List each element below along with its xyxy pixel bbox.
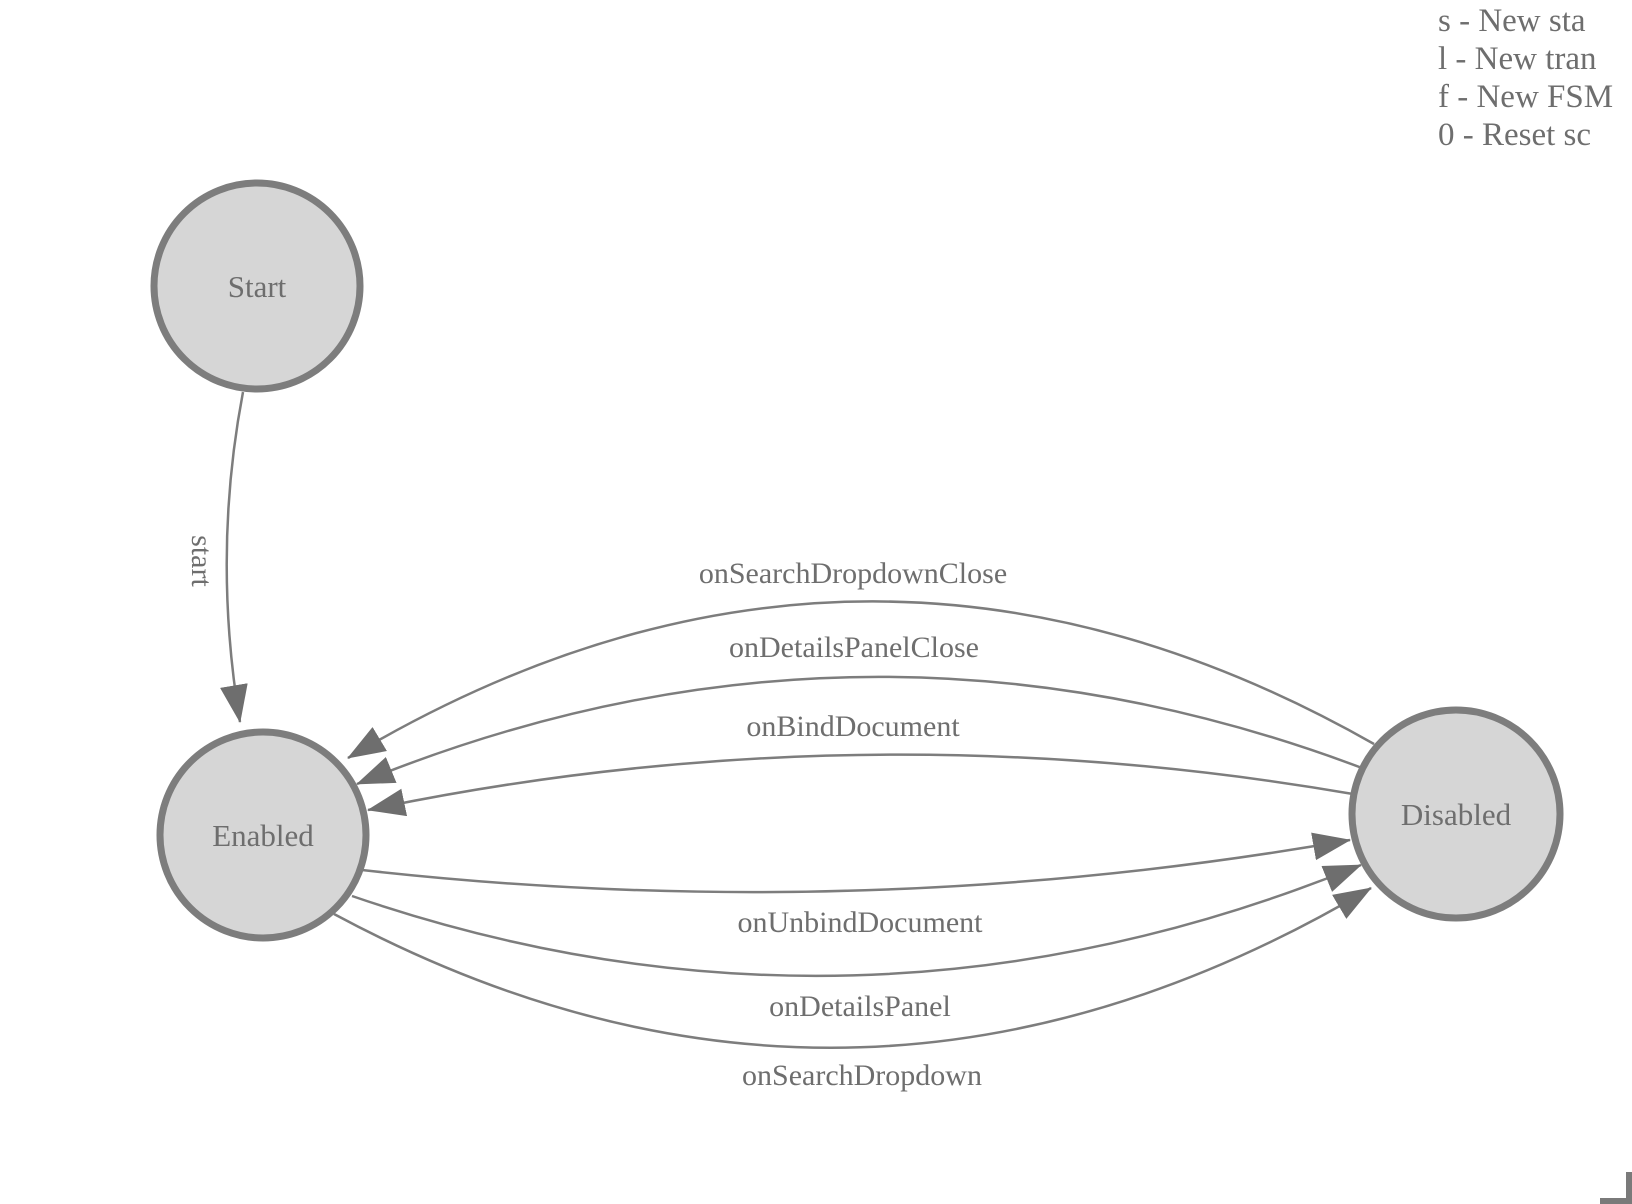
clipped-shape-corner-vertical xyxy=(1626,1172,1632,1200)
state-node-enabled[interactable] xyxy=(156,728,370,942)
legend-line-reset: 0 - Reset sc xyxy=(1438,117,1591,153)
state-node-disabled[interactable] xyxy=(1348,706,1564,922)
shortcut-legend: s - New sta l - New tran f - New FSM 0 -… xyxy=(1438,3,1613,153)
legend-line-new-state: s - New sta xyxy=(1438,3,1586,39)
transition-onSearchDropdownClose-edge[interactable] xyxy=(347,600,1375,760)
transition-onDetailsPanelClose-label[interactable]: onDetailsPanelClose xyxy=(729,631,979,664)
transition-onDetailsPanel-label[interactable]: onDetailsPanel xyxy=(769,990,951,1023)
transition-onDetailsPanelClose-edge[interactable] xyxy=(356,675,1363,786)
state-label-disabled: Disabled xyxy=(1401,797,1512,832)
transition-onUnbindDocument-label[interactable]: onUnbindDocument xyxy=(738,906,984,939)
transition-onUnbindDocument-edge[interactable] xyxy=(361,832,1351,894)
transition-onDetailsPanel-edge[interactable] xyxy=(351,863,1362,978)
state-node-start[interactable] xyxy=(150,179,364,393)
legend-line-new-transition: l - New tran xyxy=(1438,41,1597,77)
transition-start-edge[interactable] xyxy=(220,391,248,723)
state-label-start: Start xyxy=(228,269,287,304)
transition-onBindDocument-edge[interactable] xyxy=(367,753,1354,817)
clipped-shape-corner-horizontal xyxy=(1600,1198,1632,1204)
transition-start-label[interactable]: start xyxy=(185,535,218,587)
transition-onBindDocument-label[interactable]: onBindDocument xyxy=(746,710,960,743)
legend-line-new-fsm: f - New FSM xyxy=(1438,79,1613,115)
state-label-enabled: Enabled xyxy=(212,818,314,853)
clipped-shape-corner xyxy=(1600,1172,1632,1204)
transition-onSearchDropdown-edge[interactable] xyxy=(333,886,1372,1050)
transition-onSearchDropdown-label[interactable]: onSearchDropdown xyxy=(742,1059,982,1092)
transition-onSearchDropdownClose-label[interactable]: onSearchDropdownClose xyxy=(699,557,1007,590)
